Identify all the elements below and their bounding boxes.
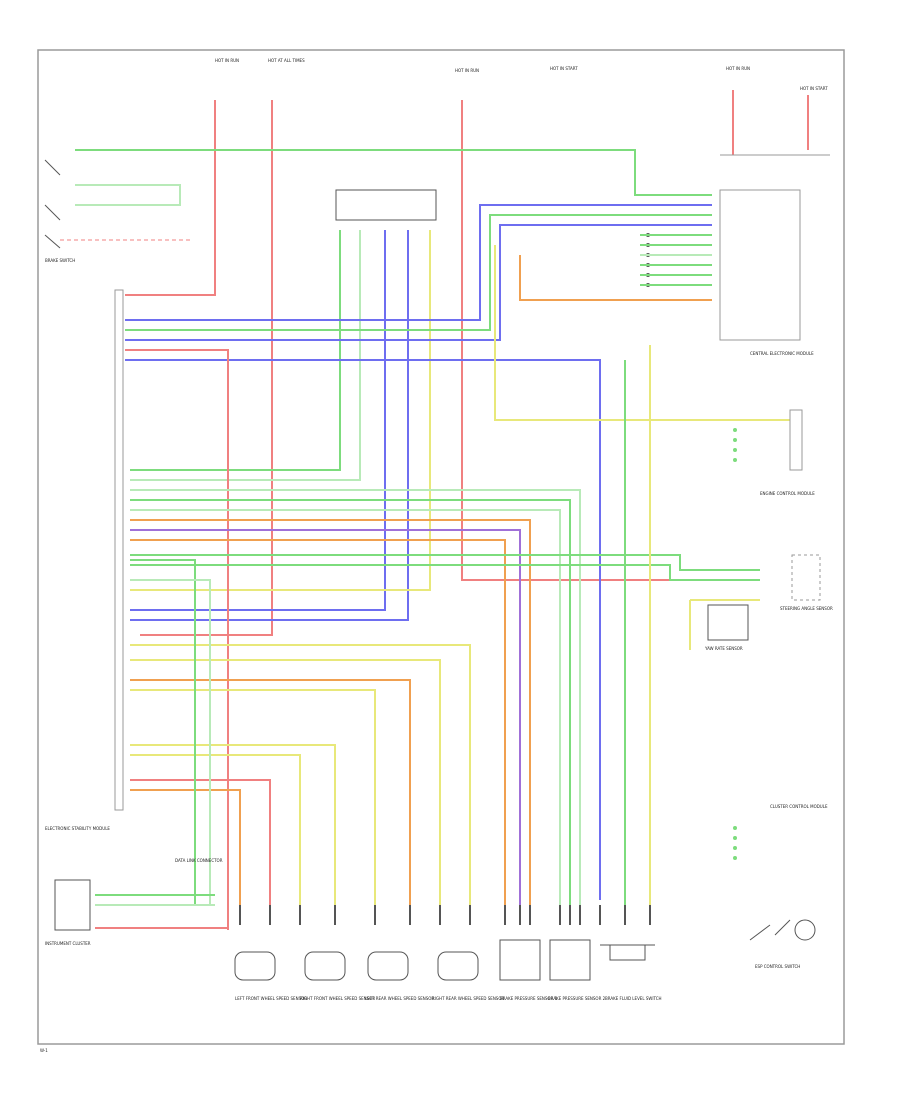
yaw-sensor-box bbox=[707, 604, 749, 641]
wire-green-vertical-1 bbox=[130, 559, 196, 905]
sensor-connector-stubs bbox=[239, 905, 651, 925]
wire-yellow-yaw bbox=[689, 599, 760, 650]
wire-orange-sig-4 bbox=[130, 519, 531, 905]
wire-red-sig-13 bbox=[130, 779, 271, 905]
brake-switch-block bbox=[44, 159, 190, 249]
wire-orange-cem-4 bbox=[519, 255, 712, 301]
wire-orange-sig-9 bbox=[130, 679, 411, 905]
wire-yellow-sig-8 bbox=[130, 659, 441, 905]
label-speed-rr: RIGHT REAR WHEEL SPEED SENSOR bbox=[432, 996, 504, 1001]
steering-sensor-box bbox=[791, 554, 821, 601]
wire-yellow-sig-7 bbox=[130, 644, 471, 905]
label-clutch-module: CLUSTER CONTROL MODULE bbox=[770, 804, 828, 809]
wire-lightgreen-vertical-2 bbox=[130, 579, 211, 905]
label-fuse-e: HOT IN RUN bbox=[726, 66, 750, 71]
wire-blue-relay-4 bbox=[130, 230, 409, 621]
label-instrument: INSTRUMENT CLUSTER bbox=[45, 941, 91, 946]
wire-green-steering-1 bbox=[130, 554, 760, 571]
instrument-cluster-box bbox=[54, 879, 91, 931]
label-fuse-b: HOT AT ALL TIMES bbox=[268, 58, 305, 63]
wire-green-relay-1 bbox=[130, 230, 341, 471]
footer-code: W-1 bbox=[40, 1048, 48, 1053]
label-brake-sensor-2: BRAKE PRESSURE SENSOR 2 bbox=[548, 996, 606, 1001]
wheel-sensors bbox=[234, 939, 655, 981]
diagram-frame bbox=[37, 49, 845, 1045]
engine-pins bbox=[733, 428, 737, 462]
label-steering-sensor: STEERING ANGLE SENSOR bbox=[780, 606, 833, 611]
relay-box bbox=[335, 189, 437, 221]
wire-green-top bbox=[75, 149, 712, 196]
label-yaw-sensor: YAW RATE SENSOR bbox=[704, 646, 743, 651]
cem-pins bbox=[646, 233, 650, 287]
wire-red-fuse-b bbox=[140, 100, 273, 636]
wire-yellow-sig-12 bbox=[130, 754, 301, 905]
label-fuse-a: HOT IN RUN bbox=[215, 58, 239, 63]
label-fuse-d: HOT IN START bbox=[550, 66, 578, 71]
label-engine-module: ENGINE CONTROL MODULE bbox=[760, 491, 815, 496]
wire-blue-relay-3 bbox=[130, 230, 386, 611]
label-data-link: DATA LINK CONNECTOR bbox=[175, 858, 223, 863]
wire-green-cem-2 bbox=[125, 214, 712, 331]
wire-blue-cem-1 bbox=[125, 204, 712, 321]
label-speed-lr: LEFT REAR WHEEL SPEED SENSOR bbox=[365, 996, 434, 1001]
esm-connector bbox=[114, 289, 124, 811]
cluster-pins bbox=[733, 826, 737, 860]
wire-lightgreen-switch bbox=[75, 184, 181, 206]
label-brake-sensor-1: BRAKE PRESSURE SENSOR 1 bbox=[500, 996, 558, 1001]
wire-yellow-relay-5 bbox=[130, 230, 431, 591]
wire-lightgreen-sig-1 bbox=[130, 489, 581, 905]
label-central-module: CENTRAL ELECTRONIC MODULE bbox=[750, 351, 814, 356]
wire-blue-brake-fluid bbox=[125, 359, 601, 900]
esp-switch-symbol bbox=[749, 919, 816, 941]
label-brake-switch: BRAKE SWITCH bbox=[45, 258, 75, 263]
wire-yellow-sig-10 bbox=[130, 689, 376, 905]
label-fuse-f: HOT IN START bbox=[800, 86, 828, 91]
wire-red-fuse-a bbox=[125, 100, 216, 296]
label-speed-lf: LEFT FRONT WHEEL SPEED SENSOR bbox=[235, 996, 307, 1001]
wire-green-steering-2 bbox=[130, 564, 760, 581]
wire-green-sig-2 bbox=[130, 499, 571, 905]
wire-orange-sig-6 bbox=[130, 539, 506, 905]
wire-lightgreen-sig-3 bbox=[130, 509, 561, 905]
engine-module-box bbox=[789, 409, 803, 471]
wire-violet-sig-5 bbox=[130, 529, 521, 905]
wire-orange-sig-14 bbox=[130, 789, 241, 905]
central-module-box bbox=[719, 189, 801, 341]
label-speed-rf: RIGHT FRONT WHEEL SPEED SENSOR bbox=[300, 996, 375, 1001]
label-fuse-c: HOT IN RUN bbox=[455, 68, 479, 73]
wire-yellow-engine bbox=[494, 245, 790, 421]
wire-red-fuse-c bbox=[461, 100, 760, 581]
wire-lightgreen-relay-2 bbox=[130, 230, 361, 481]
label-esp-switch: ESP CONTROL SWITCH bbox=[755, 964, 800, 969]
wire-blue-cem-3 bbox=[125, 224, 712, 341]
wire-red-long bbox=[125, 349, 229, 930]
wire-yellow-sig-11 bbox=[130, 744, 336, 905]
label-ec-module: ELECTRONIC STABILITY MODULE bbox=[45, 826, 110, 831]
label-brake-fluid: BRAKE FLUID LEVEL SWITCH bbox=[605, 996, 662, 1001]
